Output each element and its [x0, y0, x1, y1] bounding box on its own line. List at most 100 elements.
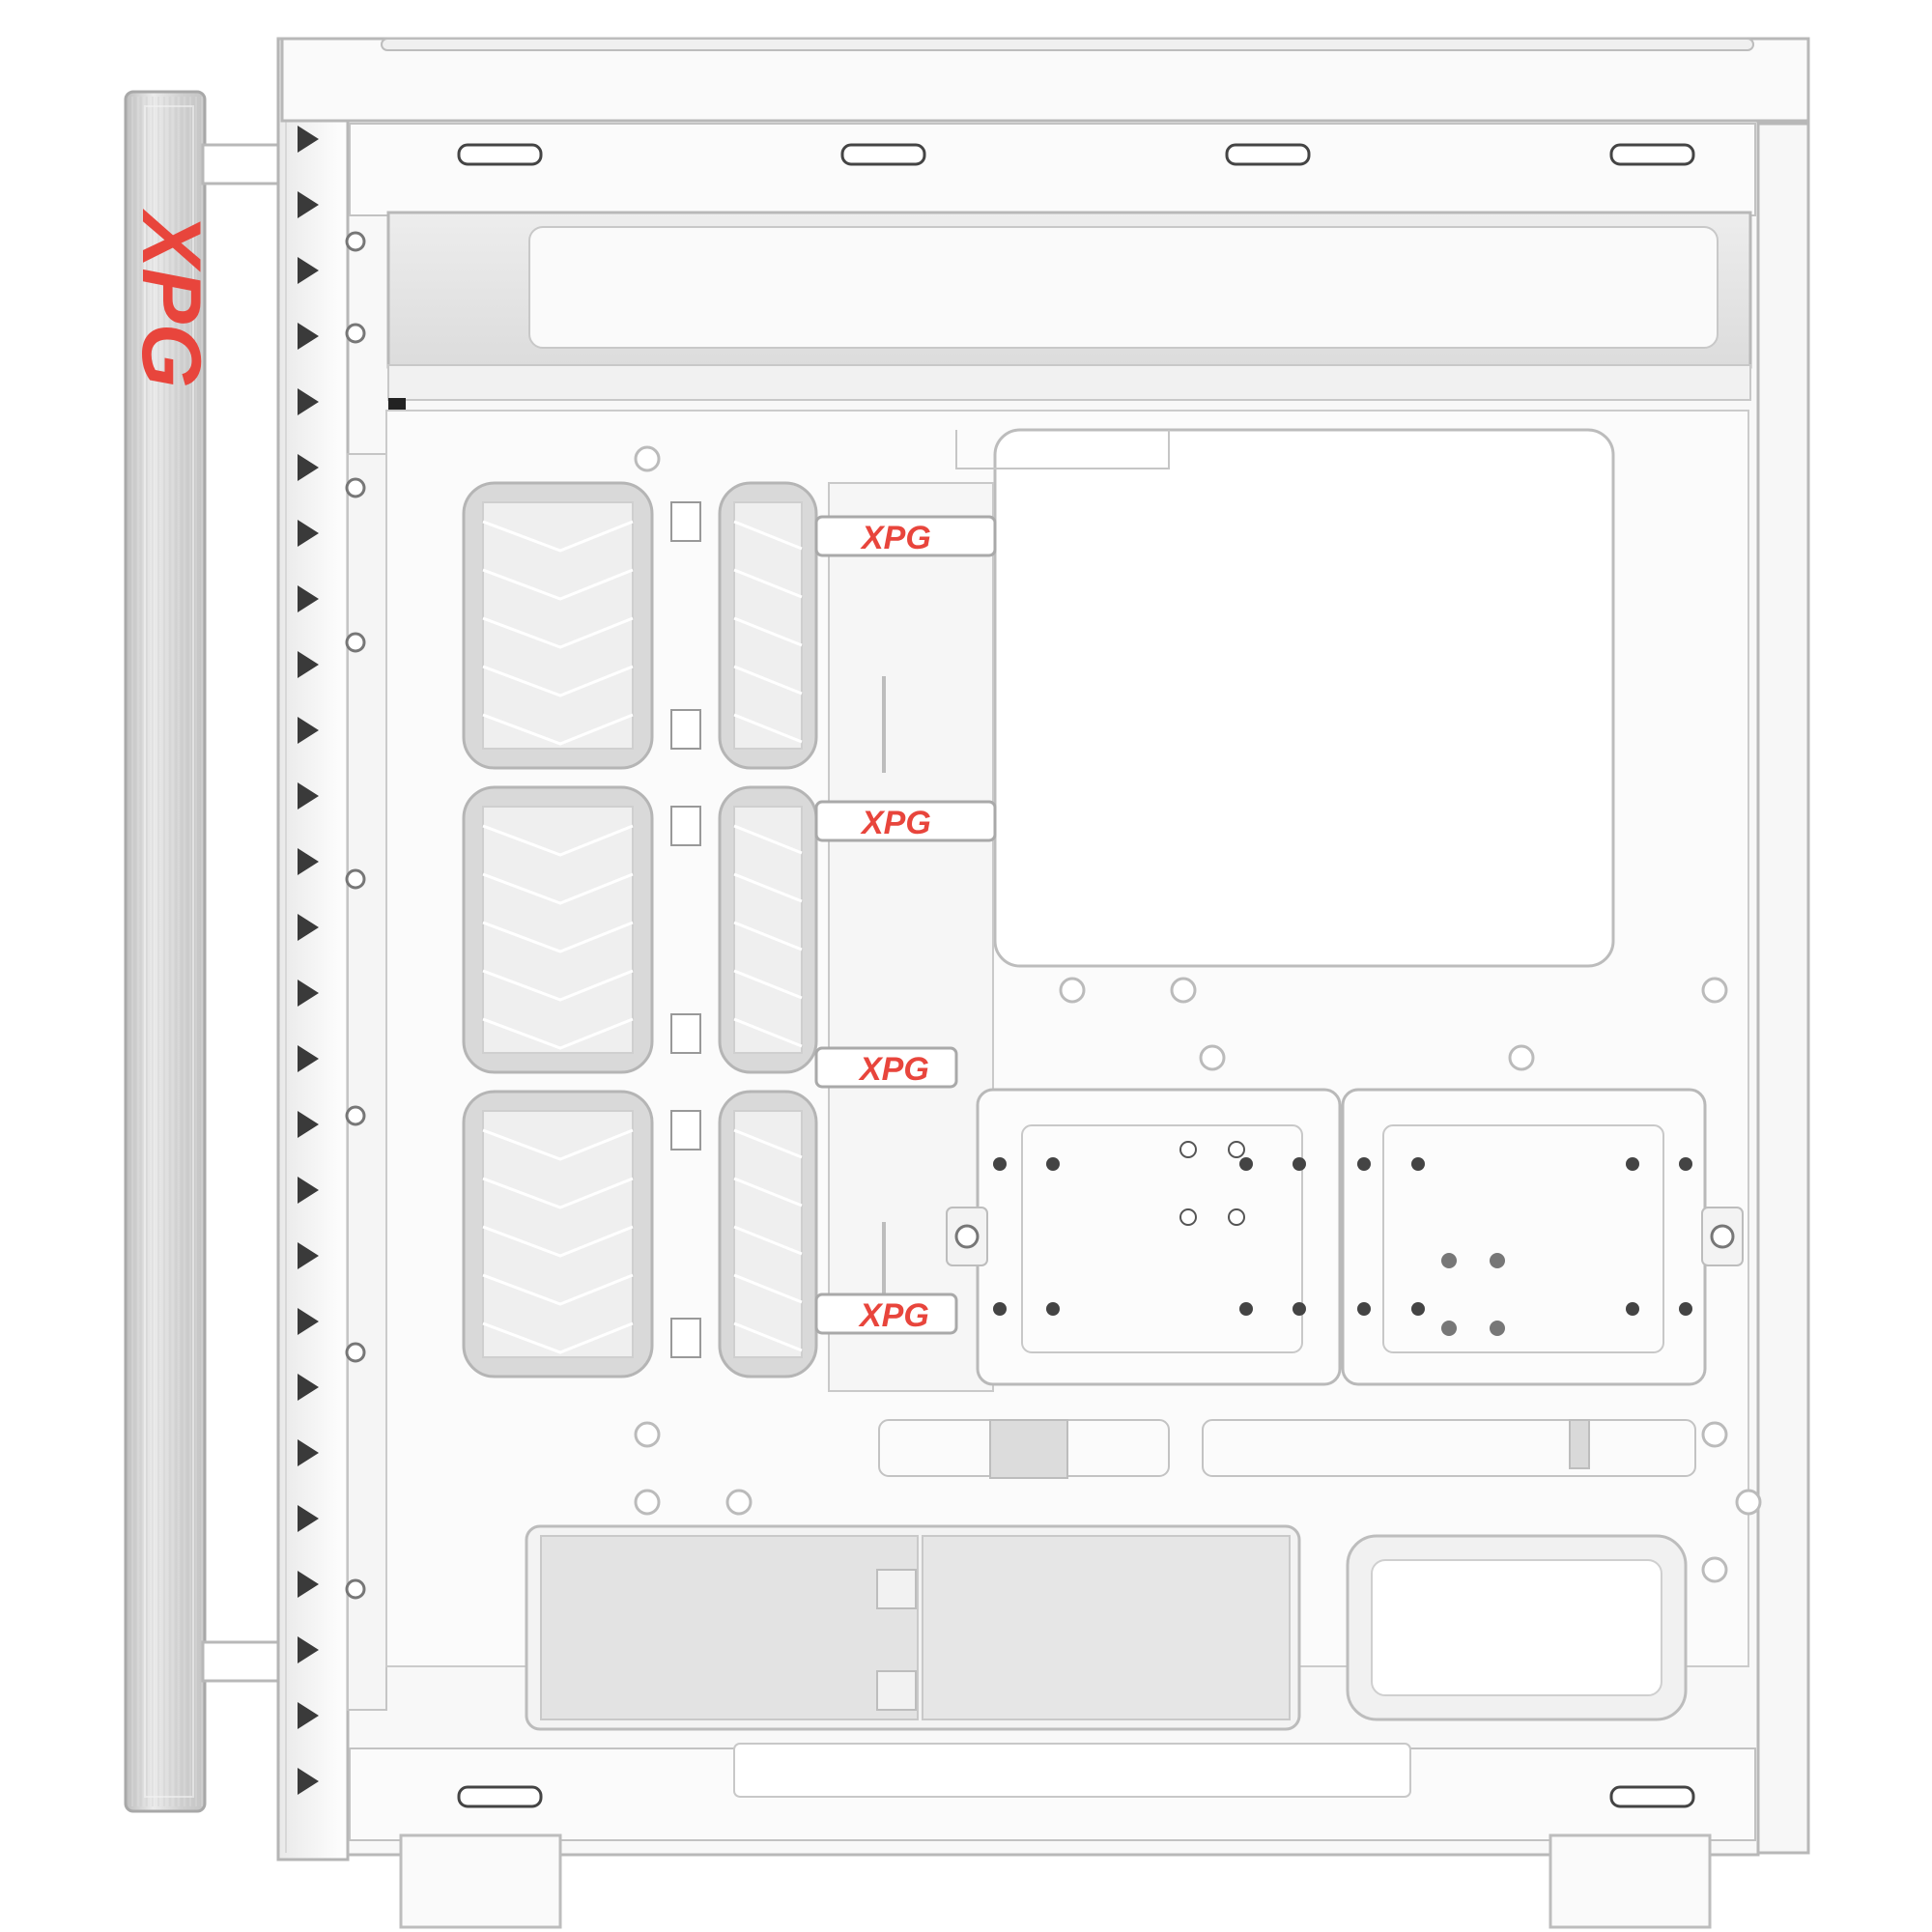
top-rail-slots: [457, 143, 1695, 166]
mesh-line: [733, 616, 803, 647]
tray-hole: [1293, 1157, 1306, 1171]
standoff: [1701, 1421, 1728, 1448]
vent-triangle: [298, 1768, 319, 1795]
standoff: [1170, 977, 1197, 1004]
vent-triangle: [298, 126, 319, 153]
tray-hole: [1046, 1157, 1060, 1171]
mesh-line: [482, 520, 634, 553]
standoff: [1508, 1044, 1535, 1071]
mesh-line: [733, 969, 803, 1000]
fan-mesh-right: [733, 1110, 803, 1358]
mesh-line: [482, 872, 634, 905]
vent-triangle: [298, 1439, 319, 1466]
ssd-hole: [1490, 1321, 1505, 1336]
mesh-line: [733, 1128, 803, 1159]
fan-clip: [670, 1318, 701, 1358]
tray-hole: [1357, 1302, 1371, 1316]
mesh-line: [482, 921, 634, 953]
fan-frame-2: [462, 785, 818, 1074]
fan-clip: [670, 709, 701, 750]
vent-triangle: [298, 914, 319, 941]
brushed-metal-texture: [128, 97, 203, 1806]
screw-hole: [345, 1578, 366, 1600]
mesh-line: [482, 1321, 634, 1354]
standoff: [1701, 977, 1728, 1004]
mesh-line: [733, 520, 803, 551]
xpg-logo-icon: XPG: [860, 520, 931, 556]
drive-trays: [946, 1088, 1744, 1386]
xpg-logo-icon: XPG: [860, 805, 931, 841]
ssd-hole: [1179, 1208, 1197, 1226]
fan-mesh-right: [733, 806, 803, 1054]
vent-triangle: [298, 1177, 319, 1204]
mesh-line: [733, 1017, 803, 1048]
vent-triangle: [298, 1308, 319, 1335]
mesh-line: [733, 1177, 803, 1208]
ssd-hole: [1179, 1141, 1197, 1158]
vent-triangle: [298, 1571, 319, 1598]
vent-triangle: [298, 257, 319, 284]
mesh-line: [733, 568, 803, 599]
fan-clip: [670, 1013, 701, 1054]
standoff: [1701, 1556, 1728, 1583]
vent-triangle: [298, 1636, 319, 1663]
mesh-line: [482, 1273, 634, 1306]
tray-hole: [1046, 1302, 1060, 1316]
fan-clip: [670, 1110, 701, 1151]
vent-triangle: [298, 1374, 319, 1401]
tray-hole: [1239, 1157, 1253, 1171]
cable-strap-4: XPG: [814, 1293, 958, 1335]
ssd-hole: [1228, 1208, 1245, 1226]
standoff: [1059, 977, 1086, 1004]
vent-triangle: [298, 651, 319, 678]
fan-frame-1: [462, 481, 818, 770]
front-vent-triangles: [298, 126, 319, 1795]
mesh-line: [733, 872, 803, 903]
mesh-line: [733, 1273, 803, 1304]
fan-mesh-right: [733, 501, 803, 750]
mesh-line: [733, 1225, 803, 1256]
fan-clip: [670, 501, 701, 542]
fan-mesh-left: [482, 806, 634, 1054]
left-rail-screws: [345, 231, 366, 1600]
mesh-line: [482, 824, 634, 857]
fan-clip: [670, 806, 701, 846]
tray-hole: [1239, 1302, 1253, 1316]
ssd-hole: [1228, 1141, 1245, 1158]
fan-mesh-left: [482, 1110, 634, 1358]
standoff: [725, 1489, 753, 1516]
mesh-line: [482, 969, 634, 1002]
mesh-line: [482, 1177, 634, 1209]
screw-hole: [345, 1342, 366, 1363]
mesh-line: [482, 665, 634, 697]
drive-tray-holes: [993, 1141, 1692, 1336]
mesh-line: [733, 665, 803, 696]
tray-hole: [1679, 1157, 1692, 1171]
vent-triangle: [298, 1702, 319, 1729]
cable-strap-2: XPG: [814, 800, 997, 842]
mesh-line: [482, 616, 634, 649]
xpg-logo-icon: XPG: [858, 1051, 929, 1088]
vent-triangle: [298, 323, 319, 350]
standoff: [634, 1489, 661, 1516]
vent-triangle: [298, 1045, 319, 1072]
screw-hole: [345, 868, 366, 890]
ssd-hole: [1490, 1253, 1505, 1268]
screw-hole: [345, 632, 366, 653]
xpg-logo-icon: XPG: [858, 1297, 929, 1334]
tray-hole: [993, 1302, 1007, 1316]
standoff: [634, 445, 661, 472]
screw-hole: [345, 477, 366, 498]
vent-triangle: [298, 848, 319, 875]
vent-triangle: [298, 1242, 319, 1269]
mesh-line: [482, 1225, 634, 1258]
mesh-line: [482, 1017, 634, 1050]
mesh-line: [482, 568, 634, 601]
fan-mesh-left: [482, 501, 634, 750]
standoff: [1199, 1044, 1226, 1071]
tray-mount-holes: [634, 445, 1762, 1583]
tray-hole: [1411, 1302, 1425, 1316]
tray-hole: [993, 1157, 1007, 1171]
